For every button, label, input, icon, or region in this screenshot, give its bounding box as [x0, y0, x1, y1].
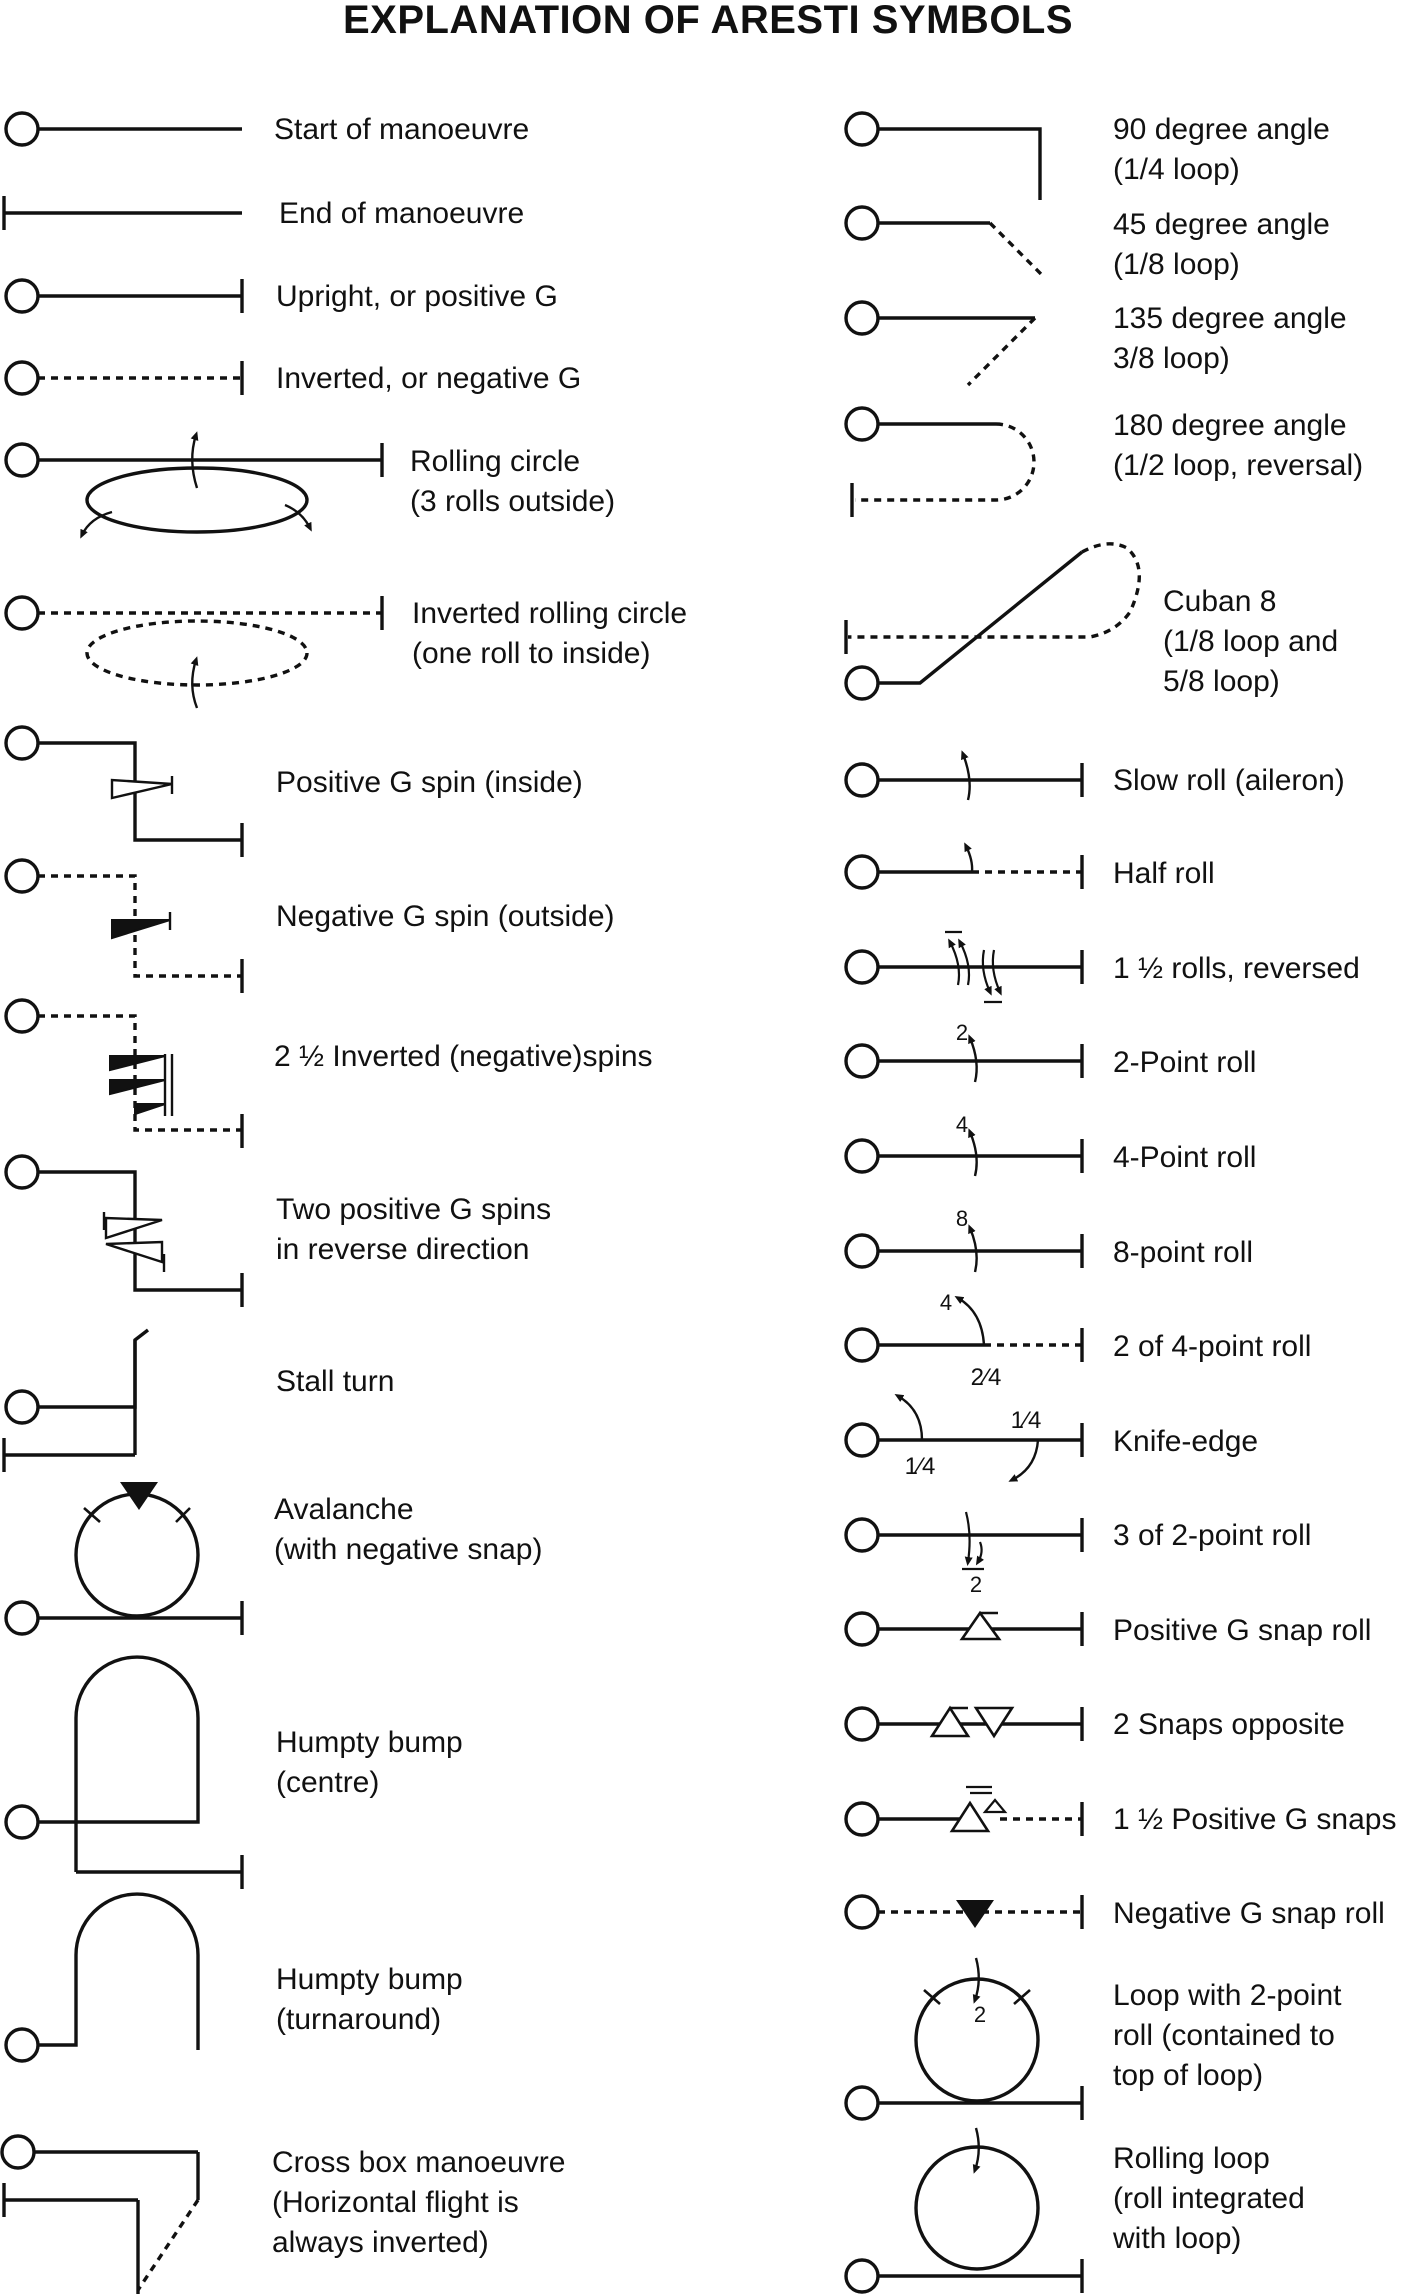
label-stall-turn: Stall turn — [276, 1365, 395, 1398]
label-two-point-roll: 2-Point roll — [1113, 1046, 1257, 1079]
label-four-point-roll: 4-Point roll — [1113, 1141, 1257, 1174]
eight-point-roll-symbol: 8 — [844, 1206, 1084, 1273]
label-inverted-rolling-circle: Inverted rolling circle (one roll to ins… — [412, 597, 688, 670]
negative-spin-symbol — [4, 858, 244, 993]
label-cross-box: Cross box manoeuvre (Horizontal flight i… — [272, 2146, 566, 2259]
label-three-of-two: 3 of 2-point roll — [1113, 1519, 1312, 1552]
loop-roll-symbol: 2 — [844, 1957, 1084, 2121]
humpty-centre-symbol — [4, 1655, 244, 1889]
one-quarter-label-lower: 1⁄4 — [905, 1453, 936, 1480]
label-positive-spin: Positive G spin (inside) — [276, 766, 583, 799]
label-inverted: Inverted, or negative G — [276, 362, 582, 395]
start-symbol — [4, 111, 242, 147]
stall-turn-symbol — [2, 1328, 150, 1472]
two-point-label: 2 — [956, 1020, 968, 1045]
label-negative-spin: Negative G spin (outside) — [276, 900, 615, 933]
label-angle-180: 180 degree angle (1/2 loop, reversal) — [1113, 409, 1364, 482]
label-one-half-rolls: 1 ½ rolls, reversed — [1113, 952, 1360, 985]
two-point-roll-symbol: 2 — [844, 1020, 1084, 1083]
label-two-spins: Two positive G spins in reverse directio… — [276, 1193, 552, 1266]
label-angle-45: 45 degree angle (1/8 loop) — [1113, 208, 1330, 281]
half-roll-symbol — [844, 842, 1084, 890]
angle-180-symbol — [844, 406, 1036, 517]
one-quarter-label-upper: 1⁄4 — [1011, 1407, 1042, 1434]
four-point-label: 4 — [956, 1112, 968, 1137]
three-of-two-symbol: 2 — [844, 1511, 1084, 1597]
two-quarters-label: 2⁄4 — [971, 1364, 1002, 1391]
two-denominator-label: 2 — [970, 1572, 982, 1597]
label-humpty-turnaround: Humpty bump (turnaround) — [276, 1963, 463, 2036]
knife-edge-symbol: 1⁄4 1⁄4 — [844, 1393, 1084, 1482]
label-angle-135: 135 degree angle 3/8 loop) — [1113, 302, 1347, 375]
one-half-snaps-symbol — [844, 1785, 1084, 1837]
label-avalanche: Avalanche (with negative snap) — [274, 1493, 543, 1566]
label-two-snaps: 2 Snaps opposite — [1113, 1708, 1345, 1741]
rolling-loop-symbol — [844, 2127, 1084, 2294]
label-end: End of manoeuvre — [279, 197, 525, 230]
two-of-four-symbol: 4 2⁄4 — [844, 1290, 1084, 1391]
four-point-roll-symbol: 4 — [844, 1112, 1084, 1177]
angle-135-symbol — [844, 300, 1037, 387]
label-one-half-snaps: 1 ½ Positive G snaps — [1113, 1803, 1397, 1836]
eight-point-label: 8 — [956, 1206, 968, 1231]
inverted-spins-symbol — [4, 998, 244, 1148]
two-snaps-symbol — [844, 1705, 1084, 1742]
label-loop-roll: Loop with 2-point roll (contained to top… — [1113, 1979, 1342, 2092]
humpty-turnaround-symbol — [4, 1892, 200, 2063]
angle-45-symbol — [844, 205, 1047, 280]
loop-two-label: 2 — [974, 2002, 986, 2027]
inverted-rolling-circle-symbol — [4, 595, 384, 709]
end-symbol — [2, 196, 242, 230]
label-slow-roll: Slow roll (aileron) — [1113, 764, 1345, 797]
slow-roll-symbol — [844, 750, 1084, 801]
label-start: Start of manoeuvre — [274, 113, 530, 146]
label-half-roll: Half roll — [1113, 857, 1215, 890]
label-rolling-circle: Rolling circle (3 rolls outside) — [410, 445, 616, 518]
cuban-8-symbol — [844, 542, 1141, 701]
inverted-symbol — [4, 360, 244, 396]
positive-spin-symbol — [4, 725, 244, 857]
label-cuban-8: Cuban 8 (1/8 loop and 5/8 loop) — [1163, 585, 1339, 698]
label-eight-point-roll: 8-point roll — [1113, 1236, 1254, 1269]
label-inverted-spins: 2 ½ Inverted (negative)spins — [274, 1040, 653, 1073]
label-knife-edge: Knife-edge — [1113, 1425, 1259, 1458]
label-two-of-four: 2 of 4-point roll — [1113, 1330, 1312, 1363]
pos-snap-symbol — [844, 1610, 1084, 1647]
label-upright: Upright, or positive G — [276, 280, 558, 313]
label-angle-90: 90 degree angle (1/4 loop) — [1113, 113, 1330, 186]
one-half-rolls-symbol — [844, 930, 1084, 1004]
page-title: EXPLANATION OF ARESTI SYMBOLS — [342, 0, 1074, 42]
two-spins-symbol — [4, 1154, 244, 1307]
neg-snap-symbol — [844, 1894, 1084, 1930]
label-humpty-centre: Humpty bump (centre) — [276, 1726, 463, 1799]
label-rolling-loop: Rolling loop (roll integrated with loop) — [1113, 2142, 1305, 2255]
four-mark-label: 4 — [940, 1290, 952, 1315]
cross-box-symbol — [0, 2134, 200, 2294]
angle-90-symbol — [844, 111, 1042, 200]
label-neg-snap: Negative G snap roll — [1113, 1897, 1385, 1930]
label-pos-snap: Positive G snap roll — [1113, 1614, 1372, 1647]
rolling-circle-symbol — [4, 431, 384, 539]
avalanche-symbol — [4, 1482, 244, 1636]
upright-symbol — [4, 278, 244, 314]
